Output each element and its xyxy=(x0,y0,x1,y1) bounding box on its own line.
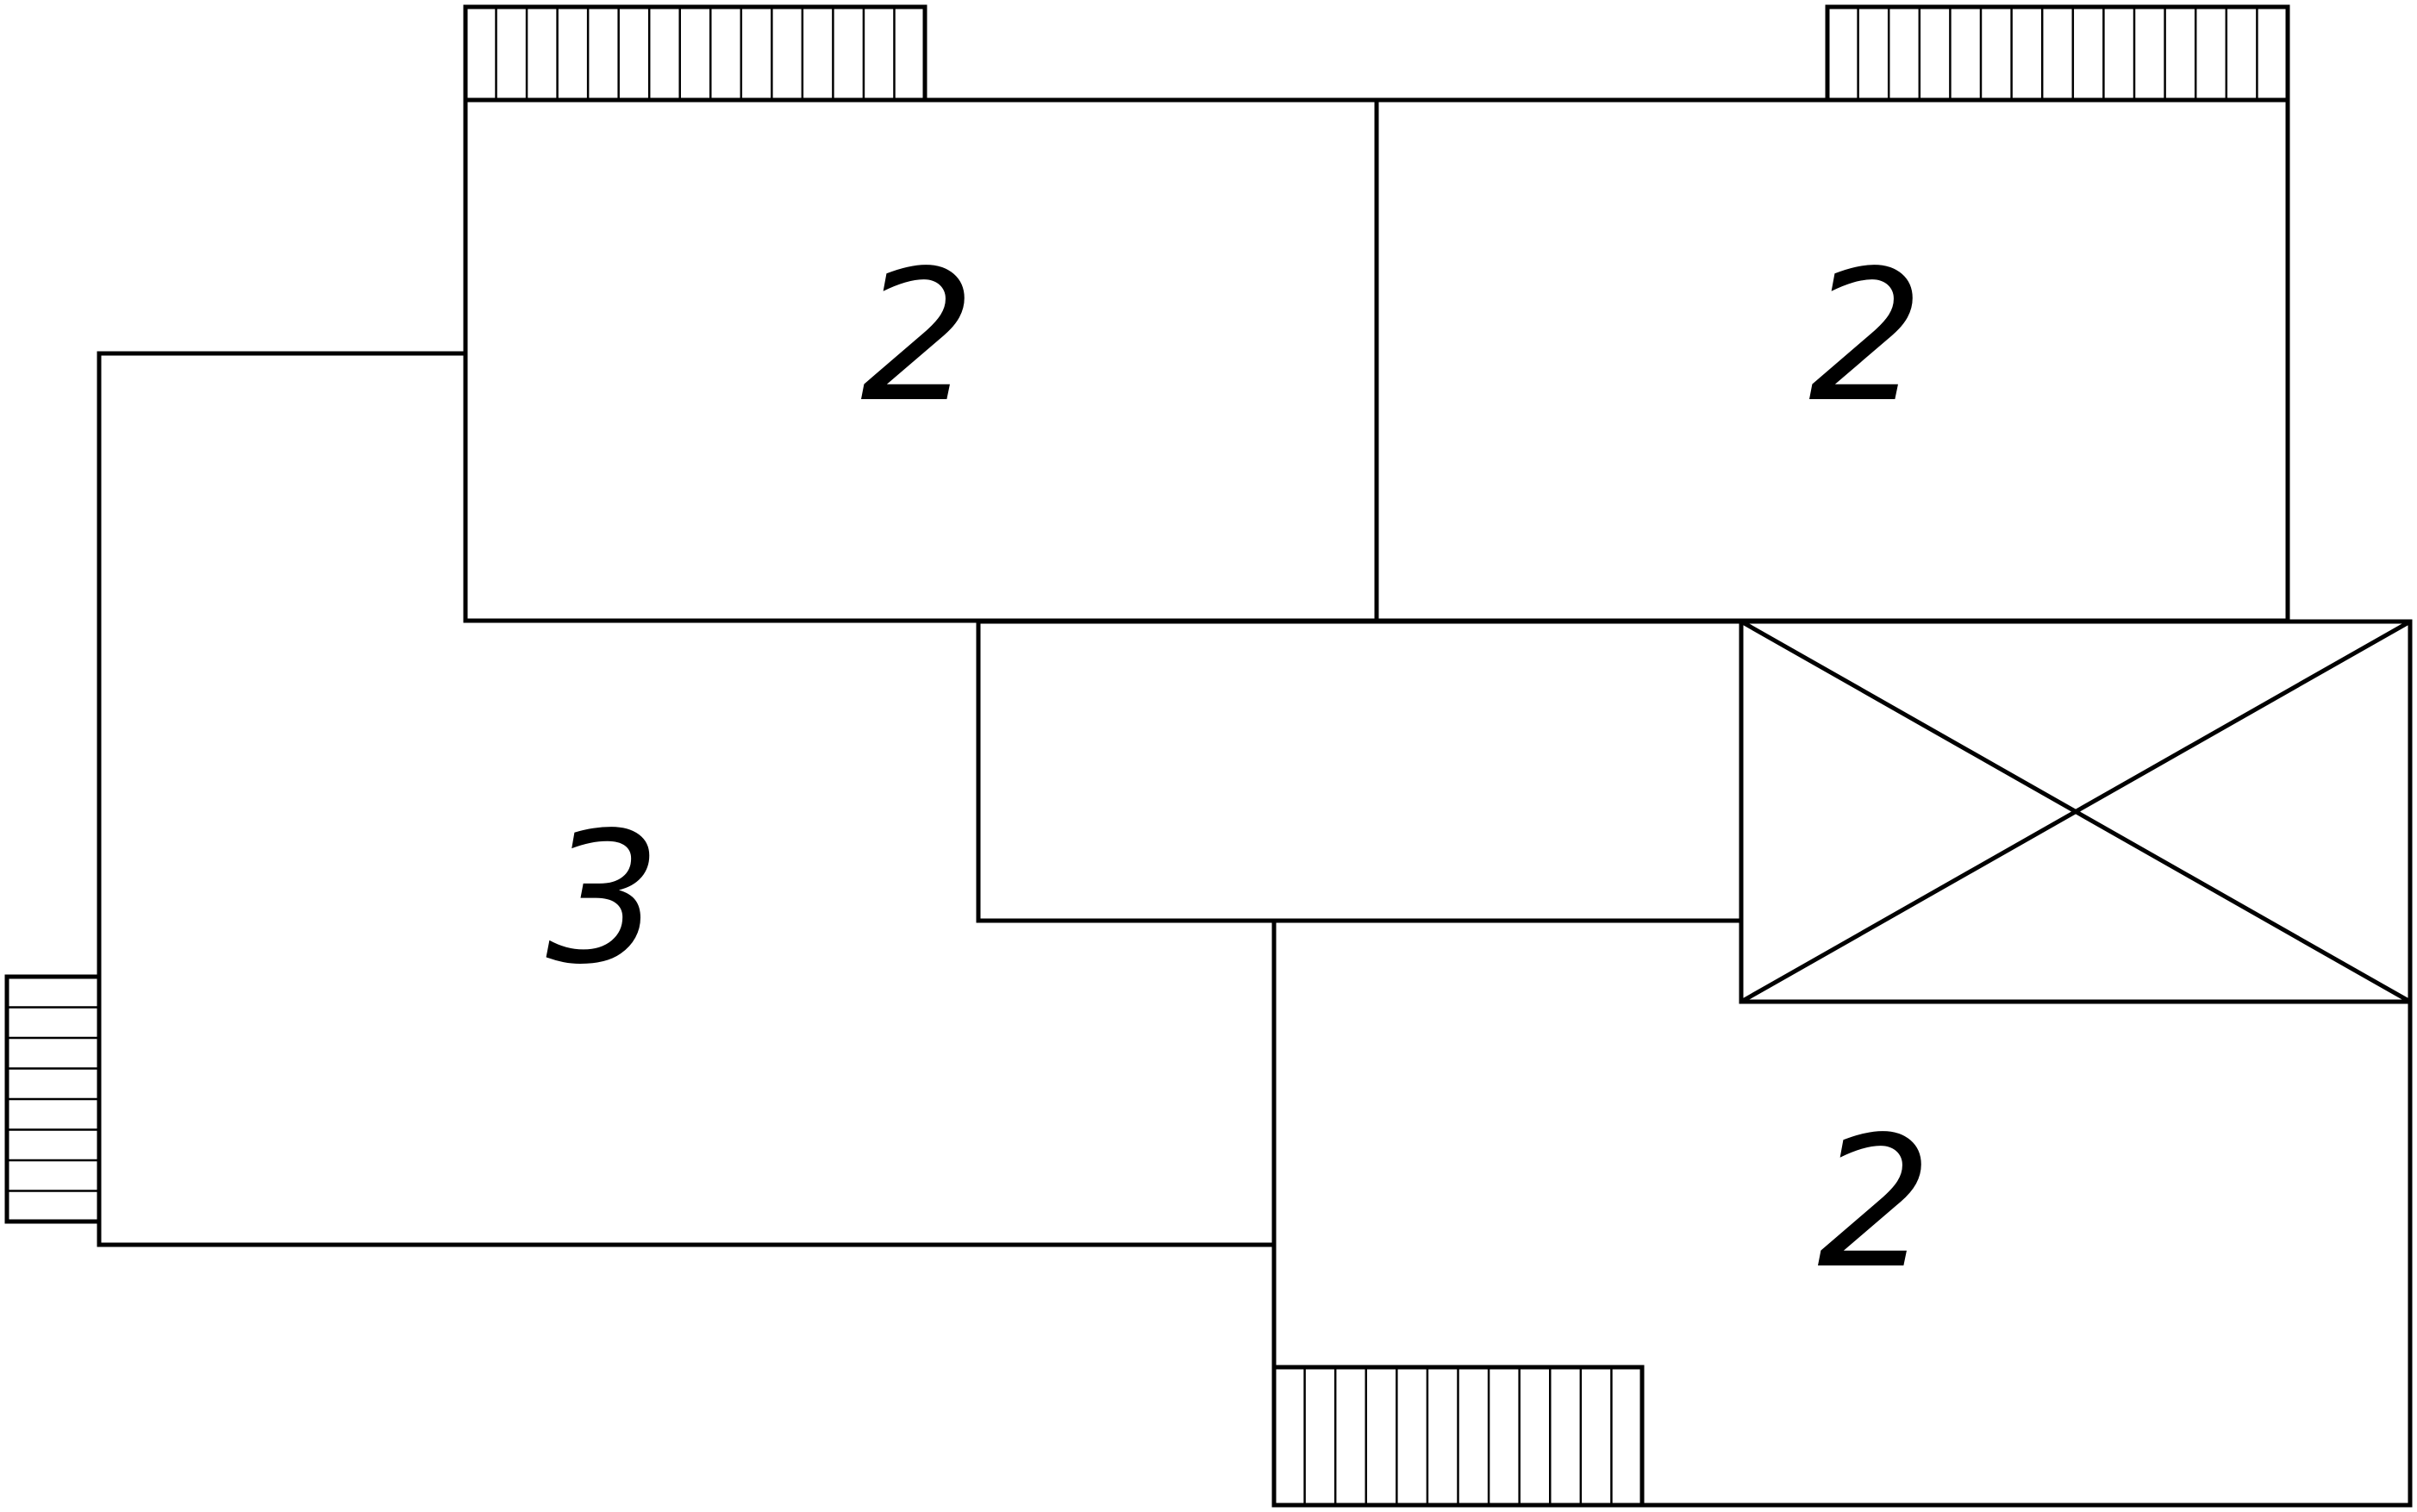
stair-top-left-outline xyxy=(463,4,927,103)
room-top-right-label: 2 xyxy=(1808,231,1924,442)
void-shaft-diagonal-2 xyxy=(1739,619,2412,1004)
room-bottom-right-outline xyxy=(1271,921,2413,1508)
void-shaft-outline xyxy=(1739,619,2413,1004)
room-left-large-label: 3 xyxy=(546,793,661,1004)
stair-left xyxy=(4,974,102,1224)
stair-top-left xyxy=(463,4,927,103)
corridor-outline xyxy=(978,619,1744,923)
room-left-large-outline xyxy=(97,351,1274,1247)
stair-top-right xyxy=(1825,4,2290,103)
room-top-left-label: 2 xyxy=(860,231,976,442)
room-bottom-right-label: 2 xyxy=(1817,1097,1933,1309)
stair-bottom xyxy=(1271,1365,1645,1508)
room-left-large-inner-edge xyxy=(976,622,1274,923)
stair-top-right-outline xyxy=(1825,4,2290,103)
